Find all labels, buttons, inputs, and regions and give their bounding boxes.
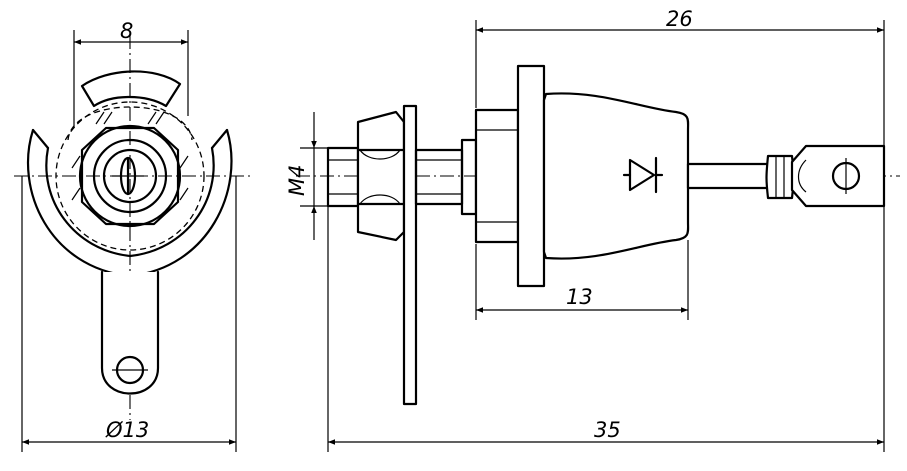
dim-m4-label: M4 bbox=[285, 165, 309, 196]
threaded-stud bbox=[414, 148, 464, 206]
dim-13-label: 13 bbox=[566, 285, 593, 309]
terminal-lug bbox=[790, 144, 886, 208]
stud-shoulder bbox=[460, 138, 478, 216]
washer-face bbox=[78, 124, 182, 228]
inner-ring bbox=[102, 148, 158, 204]
nut-side-view bbox=[356, 110, 406, 242]
nut-end-view bbox=[80, 126, 180, 226]
shell-inner-arc bbox=[45, 146, 215, 258]
dim-26-label: 26 bbox=[666, 7, 693, 31]
dim-d13-label: Ø13 bbox=[105, 418, 149, 442]
stud-end bbox=[326, 146, 360, 208]
terminal-crimp bbox=[765, 154, 795, 200]
top-tab bbox=[80, 70, 182, 108]
flange bbox=[516, 64, 546, 288]
diode-symbol-icon bbox=[622, 156, 664, 194]
mounting-plate bbox=[402, 104, 418, 406]
diode-housing bbox=[542, 92, 690, 260]
dim-8-label: 8 bbox=[120, 19, 133, 43]
hatching bbox=[71, 111, 189, 201]
end-view: 8 Ø13 bbox=[14, 19, 250, 452]
bottom-lug bbox=[100, 270, 160, 395]
side-view: M4 26 13 35 bbox=[285, 7, 900, 452]
hidden-circle-body bbox=[55, 101, 205, 251]
dim-35-label: 35 bbox=[594, 418, 621, 442]
outer-ring bbox=[92, 138, 168, 214]
lead-wire bbox=[686, 162, 770, 190]
